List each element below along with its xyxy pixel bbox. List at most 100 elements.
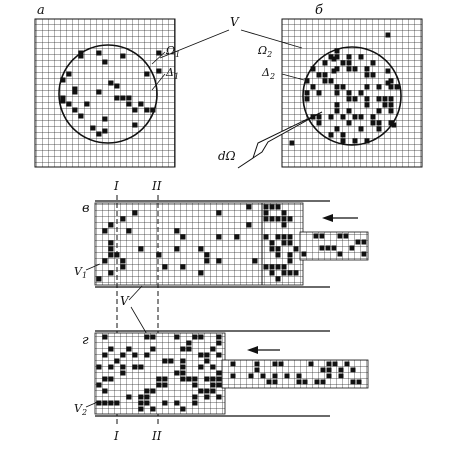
particle (331, 68, 337, 74)
particle (114, 400, 120, 406)
particle (382, 96, 388, 102)
particle (120, 370, 126, 376)
particle (216, 234, 222, 240)
particle (78, 113, 84, 119)
particle (364, 84, 370, 90)
particle (150, 107, 156, 113)
particle (281, 210, 287, 216)
particle (334, 90, 340, 96)
particle (320, 367, 326, 373)
flow-arrow-v (322, 214, 358, 222)
particle (204, 376, 210, 382)
particle (338, 367, 344, 373)
particle (102, 400, 108, 406)
d-omega-wedge (237, 111, 323, 169)
particle (322, 78, 328, 84)
particle (174, 370, 180, 376)
particle (350, 379, 356, 385)
particle (320, 379, 326, 385)
particle (266, 379, 272, 385)
particle (252, 258, 258, 264)
particle (180, 358, 186, 364)
particle (269, 216, 275, 222)
particle (281, 270, 287, 276)
particle (72, 86, 78, 92)
particle (150, 388, 156, 394)
particle (126, 394, 132, 400)
particle (364, 138, 370, 144)
particle (192, 394, 198, 400)
label-v1: V1 (74, 265, 87, 280)
particle (334, 54, 340, 60)
particle (310, 84, 316, 90)
particle (156, 68, 162, 74)
particle (96, 400, 102, 406)
particle (355, 239, 361, 245)
particle (352, 138, 358, 144)
label-omega2: Ω2 (257, 44, 272, 59)
particle (281, 234, 287, 240)
particle (162, 358, 168, 364)
particles-g (96, 334, 362, 412)
particle (352, 66, 358, 72)
particle (331, 245, 337, 251)
particle (108, 252, 114, 258)
particle (352, 96, 358, 102)
particle (382, 102, 388, 108)
particle (254, 367, 260, 373)
particle (388, 78, 394, 84)
particle (310, 66, 316, 72)
particle (120, 258, 126, 264)
particle (108, 270, 114, 276)
particle (162, 264, 168, 270)
particle (234, 234, 240, 240)
panel-label-g: г (82, 333, 89, 348)
particle (263, 264, 269, 270)
particle (272, 361, 278, 367)
particle (293, 246, 299, 252)
particle (281, 264, 287, 270)
panel-g: г V2 (74, 330, 369, 417)
particle (144, 334, 150, 340)
particle (376, 126, 382, 132)
label-v-middle: V (120, 285, 149, 337)
particle (361, 239, 367, 245)
particle (334, 108, 340, 114)
particle (216, 394, 222, 400)
particle (102, 376, 108, 382)
section-label-II-top: II (151, 179, 162, 193)
particle (248, 373, 254, 379)
particle (102, 388, 108, 394)
particle (186, 376, 192, 382)
particle (132, 364, 138, 370)
particle (316, 72, 322, 78)
particle (275, 276, 281, 282)
particle (358, 54, 364, 60)
particle (370, 72, 376, 78)
particle (388, 102, 394, 108)
particle (370, 60, 376, 66)
particle (102, 128, 108, 134)
panel-a: а (34, 3, 176, 168)
particle (322, 72, 328, 78)
particle (364, 72, 370, 78)
particle (246, 204, 252, 210)
particle (269, 270, 275, 276)
label-delta2: Δ2 (261, 66, 275, 81)
particle (204, 358, 210, 364)
particle (96, 276, 102, 282)
particle (60, 95, 66, 101)
particles-v (96, 204, 367, 282)
particle (325, 245, 331, 251)
particle (216, 340, 222, 346)
particle (322, 60, 328, 66)
particle (287, 240, 293, 246)
particle (296, 379, 302, 385)
particle (204, 388, 210, 394)
particle (204, 258, 210, 264)
particle (96, 364, 102, 370)
particle (192, 334, 198, 340)
label-v2: V2 (74, 402, 87, 417)
particle (340, 60, 346, 66)
particle (340, 84, 346, 90)
